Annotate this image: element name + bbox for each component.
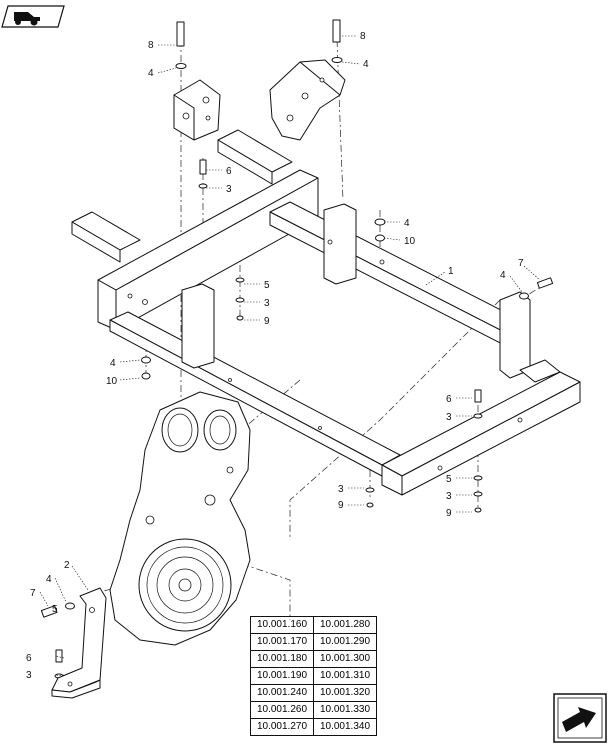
- ref-cell[interactable]: 10.001.170: [250, 633, 314, 651]
- table-row: 10.001.240 10.001.320: [250, 684, 377, 702]
- callout: 4: [148, 68, 154, 79]
- callout: 5: [264, 280, 270, 291]
- callout: 2: [64, 560, 70, 571]
- ref-cell[interactable]: 10.001.260: [250, 701, 314, 719]
- ref-cell[interactable]: 10.001.160: [250, 616, 314, 634]
- callout: 9: [338, 500, 344, 511]
- callout: 8: [360, 31, 366, 42]
- reference-table: 10.001.160 10.001.280 10.001.170 10.001.…: [250, 616, 377, 736]
- callout: 3: [446, 491, 452, 502]
- callout: 1: [448, 266, 454, 277]
- table-row: 10.001.180 10.001.300: [250, 650, 377, 668]
- callout-leaders: [39, 35, 541, 677]
- tractor-badge-icon[interactable]: [1, 5, 65, 28]
- table-row: 10.001.270 10.001.340: [250, 718, 377, 736]
- table-row: 10.001.160 10.001.280: [250, 616, 377, 634]
- callout: 5: [446, 474, 452, 485]
- fasteners: [40, 19, 554, 679]
- ref-cell[interactable]: 10.001.340: [313, 718, 377, 736]
- callout: 3: [264, 298, 270, 309]
- table-row: 10.001.260 10.001.330: [250, 701, 377, 719]
- callout: 9: [446, 508, 452, 519]
- ref-cell[interactable]: 10.001.180: [250, 650, 314, 668]
- callout: 3: [338, 484, 344, 495]
- ref-cell[interactable]: 10.001.290: [313, 633, 377, 651]
- left-mount-bracket: [173, 79, 221, 141]
- callout: 7: [30, 588, 36, 599]
- ref-cell[interactable]: 10.001.300: [313, 650, 377, 668]
- callout: 6: [26, 653, 32, 664]
- ref-cell[interactable]: 10.001.270: [250, 718, 314, 736]
- callout: 3: [226, 184, 232, 195]
- table-row: 10.001.190 10.001.310: [250, 667, 377, 685]
- support-bracket: [51, 587, 107, 699]
- ref-cell[interactable]: 10.001.310: [313, 667, 377, 685]
- callout: 3: [446, 412, 452, 423]
- callout: 4: [46, 574, 52, 585]
- ref-cell[interactable]: 10.001.280: [313, 616, 377, 634]
- callout: 7: [518, 258, 524, 269]
- callout: 5: [52, 604, 58, 615]
- transmission-housing: [109, 391, 251, 646]
- callout: 4: [363, 59, 369, 70]
- callout: 4: [110, 358, 116, 369]
- callout-labels: 8 4 8 4 6 3 4 10 1 4 7 5 3 9 4 10 6 3 3 …: [26, 31, 524, 681]
- ref-cell[interactable]: 10.001.240: [250, 684, 314, 702]
- next-page-arrow-icon[interactable]: [553, 693, 607, 743]
- callout: 10: [106, 376, 118, 387]
- ref-cell[interactable]: 10.001.320: [313, 684, 377, 702]
- subframe-assembly: [71, 129, 581, 496]
- table-row: 10.001.170 10.001.290: [250, 633, 377, 651]
- right-mount-bracket: [269, 59, 346, 141]
- callout: 10: [404, 236, 416, 247]
- callout: 4: [500, 270, 506, 281]
- callout: 6: [446, 394, 452, 405]
- callout: 8: [148, 40, 154, 51]
- callout: 3: [26, 670, 32, 681]
- callout: 4: [404, 218, 410, 229]
- callout: 9: [264, 316, 270, 327]
- ref-cell[interactable]: 10.001.330: [313, 701, 377, 719]
- callout: 6: [226, 166, 232, 177]
- ref-cell[interactable]: 10.001.190: [250, 667, 314, 685]
